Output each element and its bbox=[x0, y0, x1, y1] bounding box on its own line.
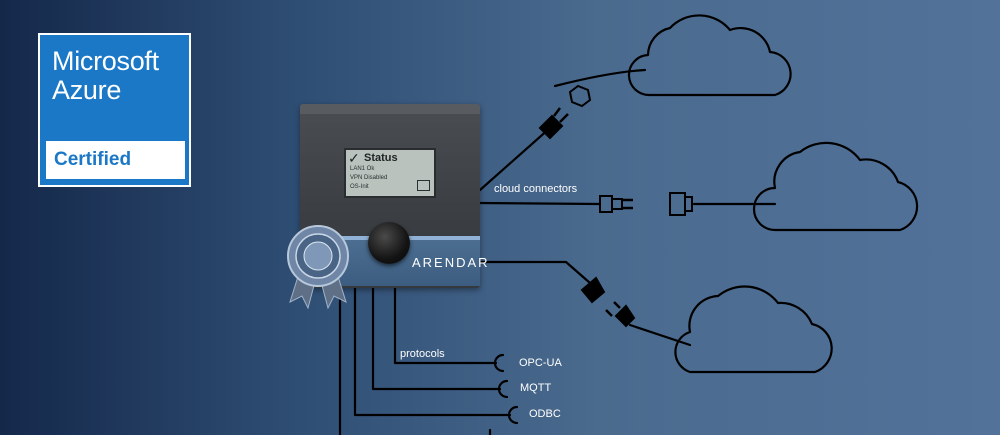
device-lcd-screen: ✓ Status LAN1 Ok VPN Disabled OS-Init bbox=[344, 148, 436, 198]
keyboard-icon bbox=[417, 180, 430, 191]
checkmark-icon: ✓ bbox=[348, 150, 360, 166]
device-top-edge bbox=[300, 104, 480, 114]
label-mqtt: MQTT bbox=[520, 382, 552, 394]
lcd-line-lan: LAN1 Ok bbox=[350, 166, 375, 172]
socket-icon bbox=[580, 276, 606, 304]
socket-icon bbox=[568, 84, 592, 108]
badge-certified-band: Certified bbox=[46, 141, 185, 179]
lcd-line-os: OS-Init bbox=[350, 184, 369, 190]
label-opcua: OPC-UA bbox=[519, 357, 562, 369]
label-cloud-connectors: cloud connectors bbox=[494, 183, 578, 195]
device-logo: ARENDAR bbox=[412, 255, 490, 270]
cloud-icon bbox=[752, 141, 919, 232]
certification-seal-icon bbox=[287, 225, 349, 310]
lcd-title: Status bbox=[364, 152, 398, 164]
lcd-line-vpn: VPN Disabled bbox=[350, 175, 388, 181]
plug-icon bbox=[538, 114, 564, 140]
label-odbc: ODBC bbox=[529, 408, 561, 420]
cloud-icon bbox=[674, 285, 833, 374]
badge-certified-text: Certified bbox=[54, 149, 132, 170]
azure-certified-badge: Microsoft Azure Certified bbox=[38, 33, 191, 187]
cloud-icon bbox=[627, 14, 792, 97]
badge-brand-line1: Microsoft bbox=[52, 46, 159, 76]
plug-icon bbox=[599, 195, 623, 213]
rotary-knob[interactable] bbox=[368, 222, 410, 264]
plug-icon bbox=[614, 304, 636, 328]
socket-icon bbox=[669, 192, 693, 216]
badge-brand-line2: Azure bbox=[52, 75, 122, 105]
label-protocols: protocols bbox=[400, 348, 445, 360]
